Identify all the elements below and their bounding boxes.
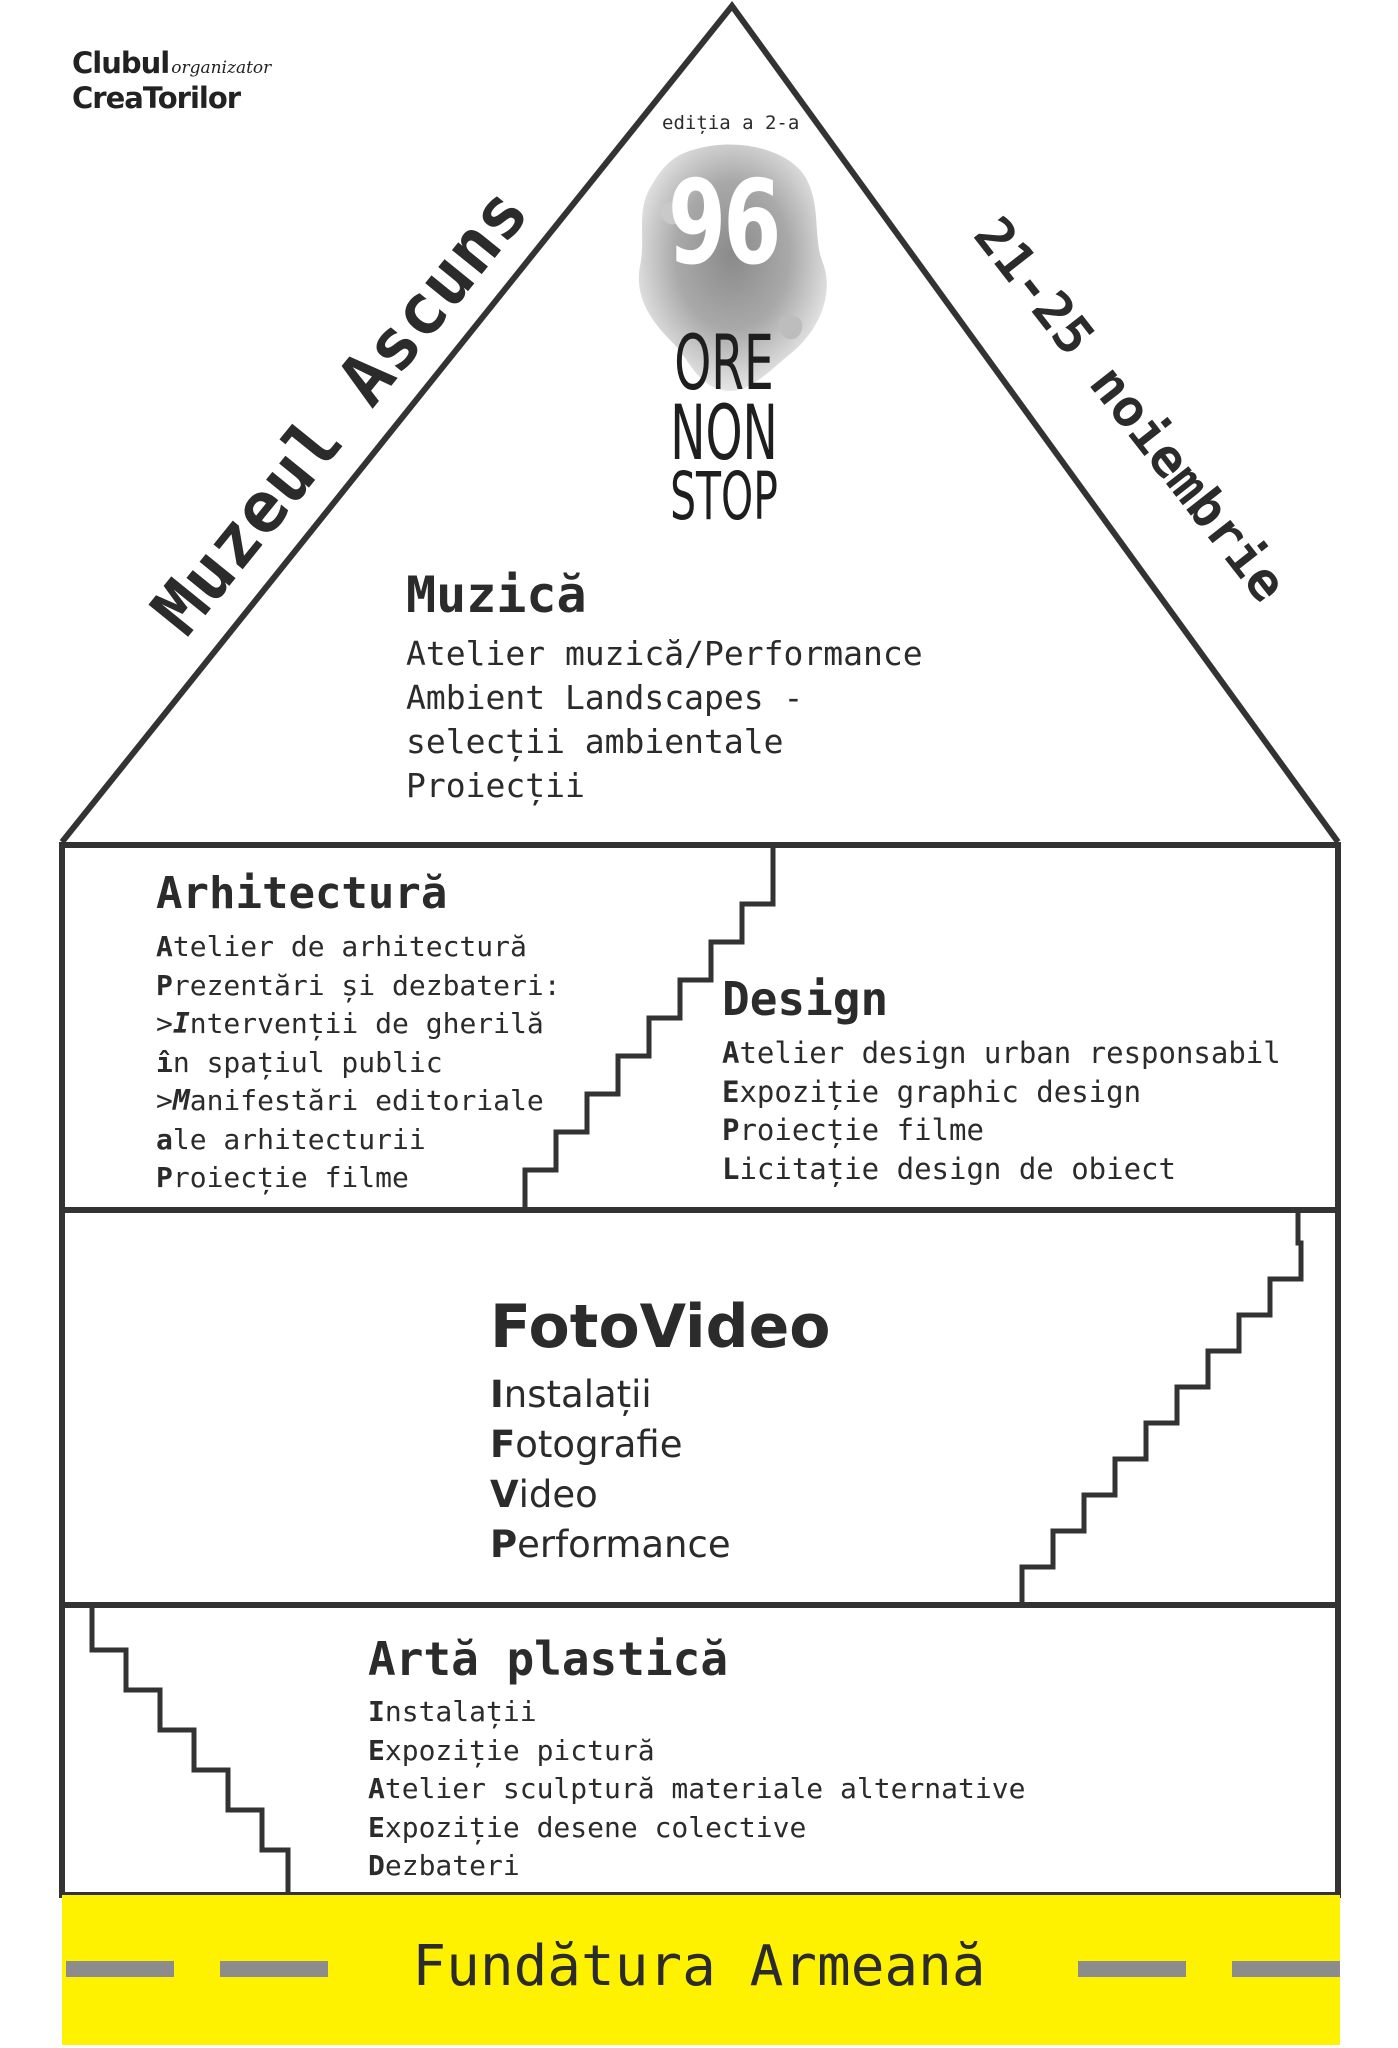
list-item: Expoziție graphic design bbox=[722, 1074, 1142, 1109]
ink-blot-icon bbox=[638, 144, 827, 392]
section-title-fotovideo: FotoVideo bbox=[490, 1292, 831, 1362]
roof-outline bbox=[59, 1, 1341, 844]
list-item: Dezbateri bbox=[368, 1849, 520, 1882]
road-dash bbox=[1232, 1961, 1340, 1977]
street-name: Fundătura Armeană bbox=[412, 1934, 986, 1999]
list-item: în spațiul public bbox=[156, 1045, 443, 1079]
street-band bbox=[62, 1895, 1340, 2045]
list-item: Proiecție filme bbox=[722, 1113, 984, 1147]
list-item: ale arhitecturii bbox=[156, 1122, 426, 1156]
edition-label: ediția a 2-a bbox=[662, 112, 800, 134]
section-list-music: Atelier muzică/Performance Ambient Lands… bbox=[406, 632, 923, 808]
list-item: Proiecții bbox=[406, 766, 585, 805]
section-list-architecture: Atelier de arhitectură Prezentări și dez… bbox=[156, 928, 561, 1198]
road-dash bbox=[66, 1961, 174, 1977]
list-item: selecții ambientale bbox=[406, 722, 784, 761]
list-item: >Intervenții de gherilă bbox=[156, 1007, 544, 1040]
list-item: >Manifestări editoriale bbox=[156, 1084, 544, 1117]
list-item: Expoziție desene colective bbox=[368, 1810, 807, 1844]
stairs-floor-1 bbox=[522, 848, 776, 1208]
list-item: Proiecție filme bbox=[156, 1161, 409, 1194]
section-title-music: Muzică bbox=[406, 566, 587, 624]
road-dash bbox=[220, 1961, 328, 1977]
list-item: Atelier sculptură materiale alternative bbox=[368, 1772, 1026, 1805]
section-list-design: Atelier design urban responsabil Expoziț… bbox=[722, 1034, 1281, 1188]
section-list-visual-arts: Instalații Expoziție pictură Atelier scu… bbox=[368, 1693, 1025, 1886]
list-item: Licitație design de obiect bbox=[722, 1151, 1176, 1186]
logo-line-1: Clubul bbox=[72, 46, 170, 80]
stairs-floor-3 bbox=[89, 1608, 291, 1893]
list-item: Performance bbox=[490, 1523, 731, 1566]
list-item: Instalații bbox=[368, 1695, 537, 1728]
badge-number: 96 bbox=[668, 156, 781, 291]
list-item: Atelier design urban responsabil bbox=[722, 1036, 1281, 1070]
badge-line-3: STOP bbox=[670, 458, 778, 535]
section-title-design: Design bbox=[722, 972, 889, 1026]
list-item: Expoziție pictură bbox=[368, 1733, 655, 1767]
logo-line-2: CreaTorilor bbox=[72, 81, 241, 115]
list-item: Ambient Landscapes - bbox=[406, 678, 804, 717]
badge-line-2: NON bbox=[670, 388, 778, 477]
list-item: Video bbox=[490, 1473, 598, 1516]
section-title-visual-arts: Artă plastică bbox=[368, 1632, 729, 1686]
list-item: Atelier muzică/Performance bbox=[406, 634, 923, 673]
list-item: Instalații bbox=[490, 1373, 652, 1416]
road-dash bbox=[1078, 1961, 1186, 1977]
list-item: Prezentări și dezbateri: bbox=[156, 968, 561, 1002]
stairs-floor-2 bbox=[1019, 1212, 1304, 1603]
list-item: Fotografie bbox=[490, 1423, 683, 1466]
section-title-architecture: Arhitectură bbox=[156, 868, 448, 919]
list-item: Atelier de arhitectură bbox=[156, 930, 527, 963]
logo-organizer-label: organizator bbox=[171, 58, 272, 78]
badge-line-1: ORE bbox=[674, 318, 774, 407]
section-list-fotovideo: Instalații Fotografie Video Performance bbox=[490, 1370, 731, 1570]
